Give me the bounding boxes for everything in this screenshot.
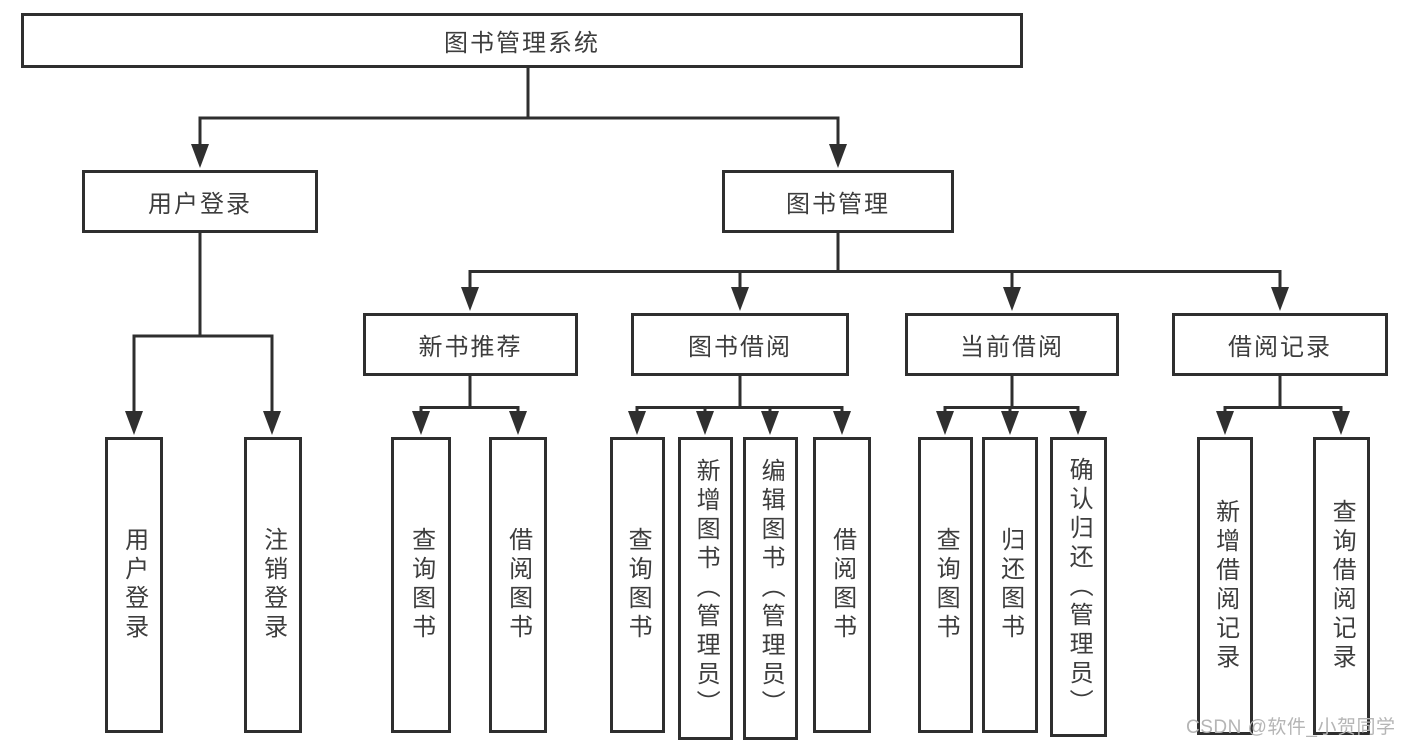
leaf-add-borrow-record: 新增借阅记录	[1197, 437, 1253, 735]
node-borrowing-records: 借阅记录	[1172, 313, 1388, 376]
node-current-borrowing: 当前借阅	[905, 313, 1119, 376]
node-user-login-label: 用户登录	[148, 191, 252, 218]
leaf-query-books-borrowing: 查询图书	[610, 437, 665, 733]
leaf-borrow-books-borrowing: 借阅图书	[813, 437, 871, 733]
node-book-borrowing-label: 图书借阅	[688, 334, 792, 361]
leaf-query-books-borrowing-label: 查询图书	[624, 527, 652, 643]
leaf-confirm-return-admin: 确认归还（管理员）	[1050, 437, 1107, 737]
leaf-query-borrow-record-label: 查询借阅记录	[1328, 499, 1356, 673]
leaf-query-books-recommend-label: 查询图书	[407, 527, 435, 643]
node-new-book-recommendation: 新书推荐	[363, 313, 578, 376]
leaf-user-login: 用户登录	[105, 437, 163, 733]
leaf-edit-book-admin: 编辑图书（管理员）	[743, 437, 798, 740]
node-borrowing-records-label: 借阅记录	[1228, 334, 1332, 361]
leaf-confirm-return-admin-label: 确认归还（管理员）	[1065, 456, 1093, 718]
node-book-management: 图书管理	[722, 170, 954, 233]
leaf-add-borrow-record-label: 新增借阅记录	[1211, 499, 1239, 673]
leaf-borrow-books-recommend: 借阅图书	[489, 437, 547, 733]
arrowheads	[125, 144, 1350, 435]
leaf-edit-book-admin-label: 编辑图书（管理员）	[757, 458, 785, 719]
node-book-management-label: 图书管理	[786, 191, 890, 218]
node-current-borrowing-label: 当前借阅	[960, 334, 1064, 361]
leaf-user-login-label: 用户登录	[120, 527, 148, 643]
leaf-query-books-recommend: 查询图书	[391, 437, 451, 733]
leaf-query-books-current-label: 查询图书	[932, 527, 960, 643]
node-book-borrowing: 图书借阅	[631, 313, 849, 376]
leaf-return-book-label: 归还图书	[996, 527, 1024, 643]
node-root: 图书管理系统	[21, 13, 1023, 68]
leaf-borrow-books-borrowing-label: 借阅图书	[828, 527, 856, 643]
leaf-query-books-current: 查询图书	[918, 437, 973, 733]
leaf-return-book: 归还图书	[982, 437, 1038, 733]
node-new-book-recommendation-label: 新书推荐	[418, 334, 523, 361]
leaf-logout: 注销登录	[244, 437, 302, 733]
leaf-add-book-admin-label: 新增图书（管理员）	[692, 458, 720, 719]
node-root-label: 图书管理系统	[444, 30, 600, 57]
leaf-query-borrow-record: 查询借阅记录	[1313, 437, 1370, 735]
watermark: CSDN @软件_小贺同学	[1186, 717, 1396, 738]
leaf-add-book-admin: 新增图书（管理员）	[678, 437, 733, 740]
leaf-logout-label: 注销登录	[259, 527, 287, 643]
node-user-login: 用户登录	[82, 170, 318, 233]
leaf-borrow-books-recommend-label: 借阅图书	[504, 527, 532, 643]
